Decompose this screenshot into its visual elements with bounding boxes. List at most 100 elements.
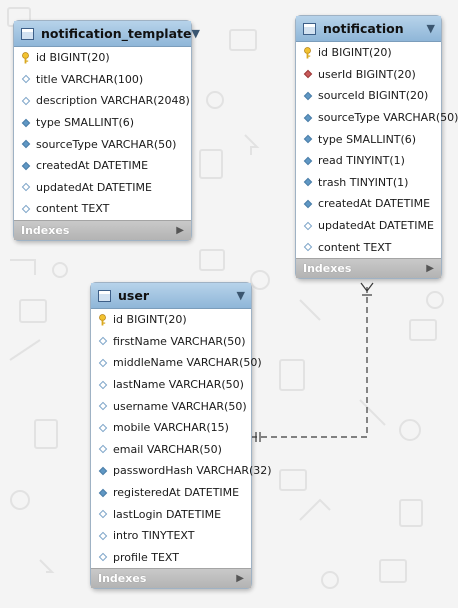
column-label: type SMALLINT(6) <box>36 116 135 130</box>
column-row[interactable]: type SMALLINT(6) <box>296 128 441 150</box>
column-not-null-icon <box>302 90 313 101</box>
column-row[interactable]: updatedAt DATETIME <box>14 177 191 199</box>
column-row[interactable]: id BIGINT(20) <box>296 42 441 64</box>
column-label: username VARCHAR(50) <box>113 399 247 413</box>
column-list: id BIGINT(20) title VARCHAR(100) descripti… <box>14 47 191 220</box>
collapse-arrow-icon[interactable]: ▼ <box>236 289 245 302</box>
column-not-null-icon <box>20 160 31 171</box>
column-row[interactable]: read TINYINT(1) <box>296 150 441 172</box>
indexes-label: Indexes <box>98 572 147 586</box>
column-list: id BIGINT(20) userId BIGINT(20) sourceId B… <box>296 42 458 258</box>
column-label: id BIGINT(20) <box>113 313 187 327</box>
column-row[interactable]: id BIGINT(20) <box>14 47 191 69</box>
column-label: description VARCHAR(2048) <box>36 94 190 108</box>
table-notification[interactable]: notification ▼ id BIGINT(20) userId BIGIN… <box>295 15 458 279</box>
relationship-user-notification[interactable] <box>251 282 374 442</box>
column-label: firstName VARCHAR(50) <box>113 334 246 348</box>
column-label: userId BIGINT(20) <box>318 67 416 81</box>
column-diamond-icon <box>97 509 108 520</box>
column-label: id BIGINT(20) <box>318 46 392 60</box>
column-not-null-icon <box>20 139 31 150</box>
crowfoot-marker <box>360 282 374 292</box>
column-row[interactable]: lastName VARCHAR(50) <box>91 374 251 396</box>
column-diamond-icon <box>302 242 313 253</box>
column-diamond-icon <box>97 530 108 541</box>
column-row[interactable]: content TEXT <box>296 236 441 258</box>
indexes-section[interactable]: Indexes ▶ <box>296 257 441 278</box>
column-not-null-icon <box>302 112 313 123</box>
column-diamond-icon <box>97 357 108 368</box>
column-row[interactable]: profile TEXT <box>91 547 251 569</box>
column-row[interactable]: mobile VARCHAR(15) <box>91 417 251 439</box>
column-row[interactable]: createdAt DATETIME <box>14 155 191 177</box>
column-row[interactable]: username VARCHAR(50) <box>91 395 251 417</box>
expand-arrow-icon[interactable]: ▶ <box>426 262 434 274</box>
foreign-key-icon <box>302 69 313 80</box>
column-diamond-icon <box>97 336 108 347</box>
column-label: email VARCHAR(50) <box>113 442 222 456</box>
column-diamond-icon <box>97 552 108 563</box>
column-row[interactable]: registeredAt DATETIME <box>91 482 251 504</box>
column-label: sourceId BIGINT(20) <box>318 89 429 103</box>
column-row[interactable]: email VARCHAR(50) <box>91 439 251 461</box>
column-diamond-icon <box>97 444 108 455</box>
column-not-null-icon <box>97 487 108 498</box>
column-not-null-icon <box>302 177 313 188</box>
table-user[interactable]: user ▼ id BIGINT(20) firstName VARCHAR(50… <box>90 282 272 590</box>
column-label: profile TEXT <box>113 550 179 564</box>
column-label: registeredAt DATETIME <box>113 486 240 500</box>
column-row[interactable]: id BIGINT(20) <box>91 309 251 331</box>
column-row[interactable]: middleName VARCHAR(50) <box>91 352 262 374</box>
column-diamond-icon <box>97 379 108 390</box>
column-row[interactable]: firstName VARCHAR(50) <box>91 331 251 353</box>
column-row[interactable]: sourceType VARCHAR(50) <box>296 107 458 129</box>
column-label: type SMALLINT(6) <box>318 132 417 146</box>
table-title: notification <box>323 21 404 36</box>
table-notification-template[interactable]: notification_template ▼ id BIGINT(20) tit… <box>13 20 200 241</box>
column-row[interactable]: content TEXT <box>14 198 191 220</box>
primary-key-icon <box>20 51 31 64</box>
column-diamond-icon <box>20 74 31 85</box>
collapse-arrow-icon[interactable]: ▼ <box>191 27 200 40</box>
column-label: lastLogin DATETIME <box>113 507 222 521</box>
indexes-section[interactable]: Indexes ▶ <box>91 568 251 589</box>
column-row[interactable]: passwordHash VARCHAR(32) <box>91 460 272 482</box>
column-list: id BIGINT(20) firstName VARCHAR(50) middle… <box>91 309 272 569</box>
primary-key-icon <box>302 46 313 59</box>
column-row[interactable]: type SMALLINT(6) <box>14 112 191 134</box>
column-label: content TEXT <box>318 240 392 254</box>
table-header[interactable]: notification ▼ <box>296 16 441 42</box>
column-label: sourceType VARCHAR(50) <box>36 137 177 151</box>
table-header[interactable]: user ▼ <box>91 283 251 309</box>
column-not-null-icon <box>302 198 313 209</box>
column-label: title VARCHAR(100) <box>36 72 144 86</box>
column-row[interactable]: createdAt DATETIME <box>296 193 441 215</box>
table-title: notification_template <box>41 26 192 41</box>
column-row[interactable]: trash TINYINT(1) <box>296 172 441 194</box>
expand-arrow-icon[interactable]: ▶ <box>176 224 184 236</box>
column-not-null-icon <box>97 465 108 476</box>
indexes-section[interactable]: Indexes ▶ <box>14 219 191 240</box>
expand-arrow-icon[interactable]: ▶ <box>236 573 244 585</box>
table-header[interactable]: notification_template ▼ <box>14 21 200 47</box>
column-row[interactable]: sourceId BIGINT(20) <box>296 85 441 107</box>
indexes-label: Indexes <box>21 223 70 237</box>
column-row[interactable]: title VARCHAR(100) <box>14 69 191 91</box>
column-row[interactable]: lastLogin DATETIME <box>91 503 251 525</box>
column-row[interactable]: description VARCHAR(2048) <box>14 90 191 112</box>
column-row[interactable]: intro TINYTEXT <box>91 525 251 547</box>
column-diamond-icon <box>20 203 31 214</box>
column-diamond-icon <box>97 422 108 433</box>
column-label: lastName VARCHAR(50) <box>113 378 244 392</box>
collapse-arrow-icon[interactable]: ▼ <box>426 22 435 35</box>
column-label: sourceType VARCHAR(50) <box>318 111 458 125</box>
column-label: passwordHash VARCHAR(32) <box>113 464 272 478</box>
column-label: createdAt DATETIME <box>318 197 431 211</box>
column-row[interactable]: updatedAt DATETIME <box>296 215 441 237</box>
column-row[interactable]: sourceType VARCHAR(50) <box>14 133 191 155</box>
column-row[interactable]: userId BIGINT(20) <box>296 64 441 86</box>
table-icon <box>98 289 111 302</box>
column-not-null-icon <box>302 134 313 145</box>
